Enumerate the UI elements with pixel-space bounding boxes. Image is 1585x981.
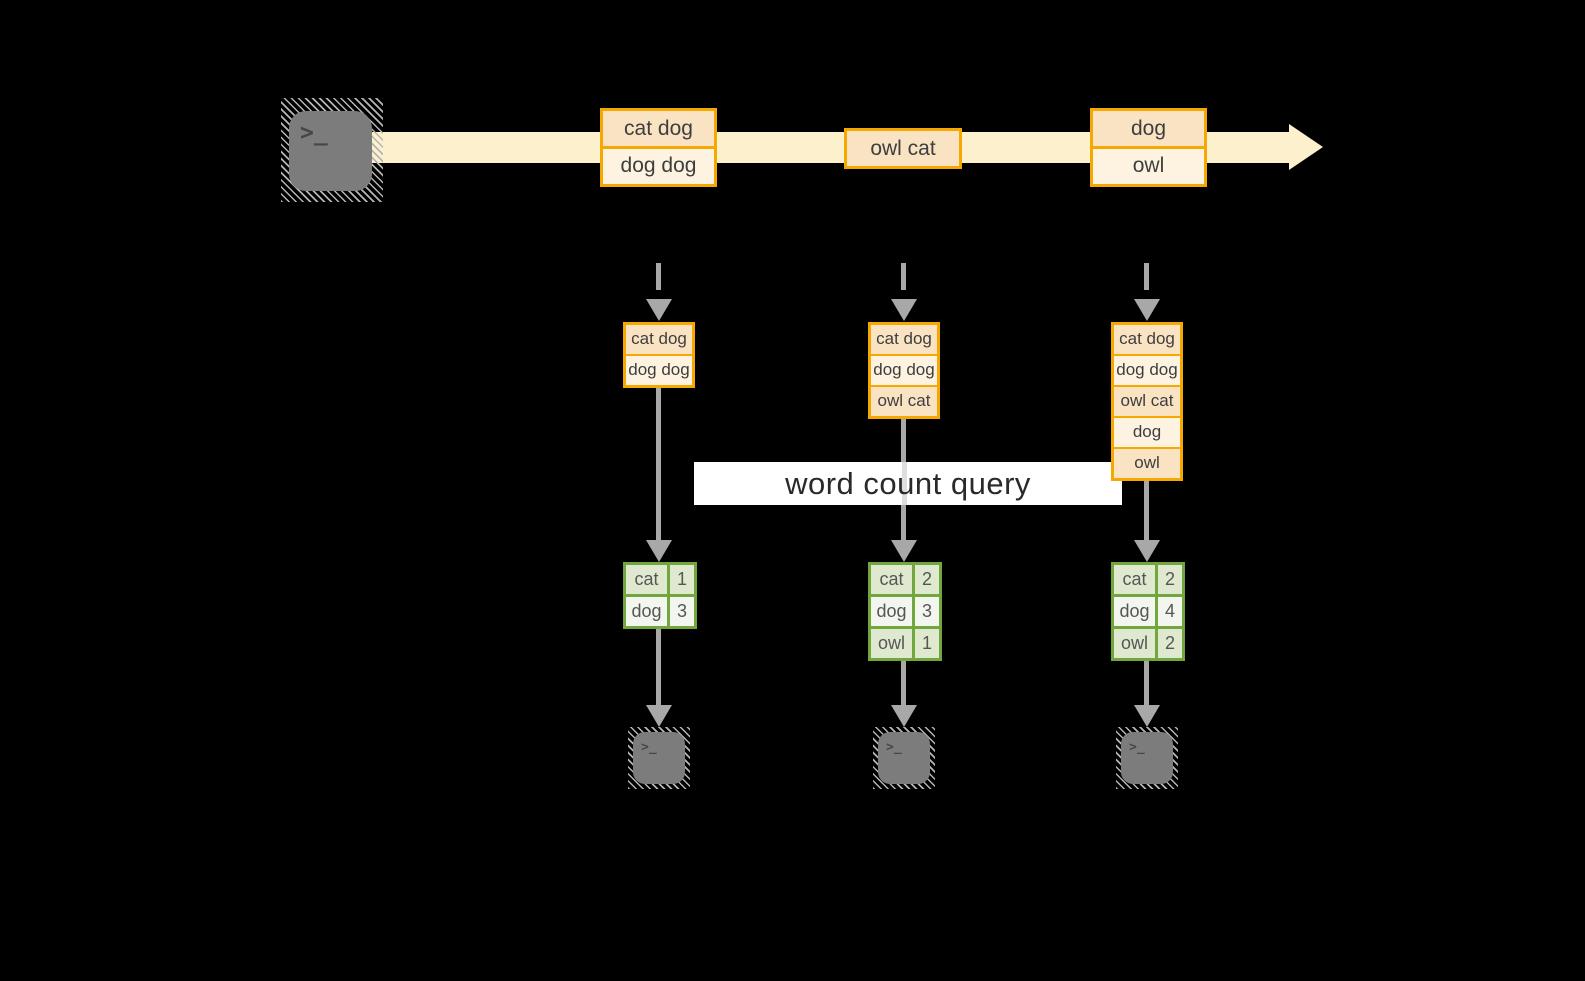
- output-terminal-3-icon: >_: [1116, 727, 1178, 789]
- buffer-2-row-1: cat dog: [871, 325, 937, 354]
- output-terminal-3-body: >_: [1121, 732, 1173, 784]
- ingest-arrow-2: [901, 263, 906, 290]
- buffer-2-row-2: dog dog: [871, 356, 937, 385]
- terminal-prompt-glyph: >_: [641, 740, 657, 755]
- stream-event-2-row-1: owl cat: [847, 131, 959, 166]
- output-terminal-2-body: >_: [878, 732, 930, 784]
- buffer-stack-2: cat dog dog dog owl cat: [868, 322, 940, 419]
- query-arrowhead-1-icon: [646, 540, 672, 562]
- count-table-2: cat 2 dog 3 owl 1: [868, 562, 942, 661]
- ingest-arrowhead-3-icon: [1134, 299, 1160, 321]
- buffer-1-row-1: cat dog: [626, 325, 692, 354]
- output-terminal-1-icon: >_: [628, 727, 690, 789]
- output-arrowhead-1-icon: [646, 705, 672, 727]
- stream-event-1-row-1: cat dog: [603, 111, 714, 146]
- stream-event-3-row-1: dog: [1093, 111, 1204, 146]
- terminal-prompt-glyph: >_: [886, 740, 902, 755]
- count-1-word: dog: [626, 597, 667, 626]
- output-terminal-2-icon: >_: [873, 727, 935, 789]
- query-arrowhead-3-icon: [1134, 540, 1160, 562]
- count-1-value: 1: [670, 565, 694, 594]
- buffer-2-row-3: owl cat: [871, 387, 937, 416]
- buffer-3-row-3: owl cat: [1114, 387, 1180, 416]
- stream-event-3: dog owl: [1090, 108, 1207, 187]
- terminal-prompt-glyph: >_: [1129, 740, 1145, 755]
- ingest-arrow-1: [656, 263, 661, 290]
- output-line-1: [656, 629, 661, 705]
- buffer-3-row-1: cat dog: [1114, 325, 1180, 354]
- count-2-word: cat: [871, 565, 912, 594]
- source-terminal-icon: >_: [281, 98, 383, 202]
- query-line-1: [656, 385, 661, 540]
- stream-event-1: cat dog dog dog: [600, 108, 717, 187]
- buffer-stack-1: cat dog dog dog: [623, 322, 695, 388]
- stream-event-1-row-2: dog dog: [603, 148, 714, 184]
- query-band: [694, 462, 1122, 505]
- ingest-arrow-3: [1144, 263, 1149, 290]
- count-1-word: cat: [626, 565, 667, 594]
- count-2-value: 2: [915, 565, 939, 594]
- count-3-word: owl: [1114, 629, 1155, 658]
- count-3-value: 2: [1158, 629, 1182, 658]
- count-3-word: cat: [1114, 565, 1155, 594]
- query-band-line-overlay: [902, 462, 907, 505]
- count-2-value: 3: [915, 597, 939, 626]
- output-line-3: [1144, 661, 1149, 705]
- terminal-prompt-glyph: >_: [300, 120, 328, 146]
- count-3-word: dog: [1114, 597, 1155, 626]
- ingest-arrowhead-1-icon: [646, 299, 672, 321]
- count-1-value: 3: [670, 597, 694, 626]
- query-line-3: [1144, 478, 1149, 540]
- count-3-value: 4: [1158, 597, 1182, 626]
- query-label: word count query: [785, 465, 1031, 501]
- output-arrowhead-2-icon: [891, 705, 917, 727]
- buffer-3-row-4: dog: [1114, 418, 1180, 447]
- ingest-arrowhead-2-icon: [891, 299, 917, 321]
- count-2-value: 1: [915, 629, 939, 658]
- count-3-value: 2: [1158, 565, 1182, 594]
- buffer-3-row-5: owl: [1114, 449, 1180, 478]
- stream-event-3-row-2: owl: [1093, 148, 1204, 184]
- buffer-stack-3: cat dog dog dog owl cat dog owl: [1111, 322, 1183, 481]
- buffer-3-row-2: dog dog: [1114, 356, 1180, 385]
- count-table-1: cat 1 dog 3: [623, 562, 697, 629]
- count-table-3: cat 2 dog 4 owl 2: [1111, 562, 1185, 661]
- count-2-word: dog: [871, 597, 912, 626]
- count-2-word: owl: [871, 629, 912, 658]
- output-terminal-1-body: >_: [633, 732, 685, 784]
- query-arrowhead-2-icon: [891, 540, 917, 562]
- stream-timeline-arrowhead-icon: [1289, 124, 1323, 170]
- output-line-2: [901, 661, 906, 705]
- output-arrowhead-3-icon: [1134, 705, 1160, 727]
- source-terminal-body: >_: [289, 111, 372, 191]
- buffer-1-row-2: dog dog: [626, 356, 692, 385]
- stream-event-2: owl cat: [844, 128, 962, 169]
